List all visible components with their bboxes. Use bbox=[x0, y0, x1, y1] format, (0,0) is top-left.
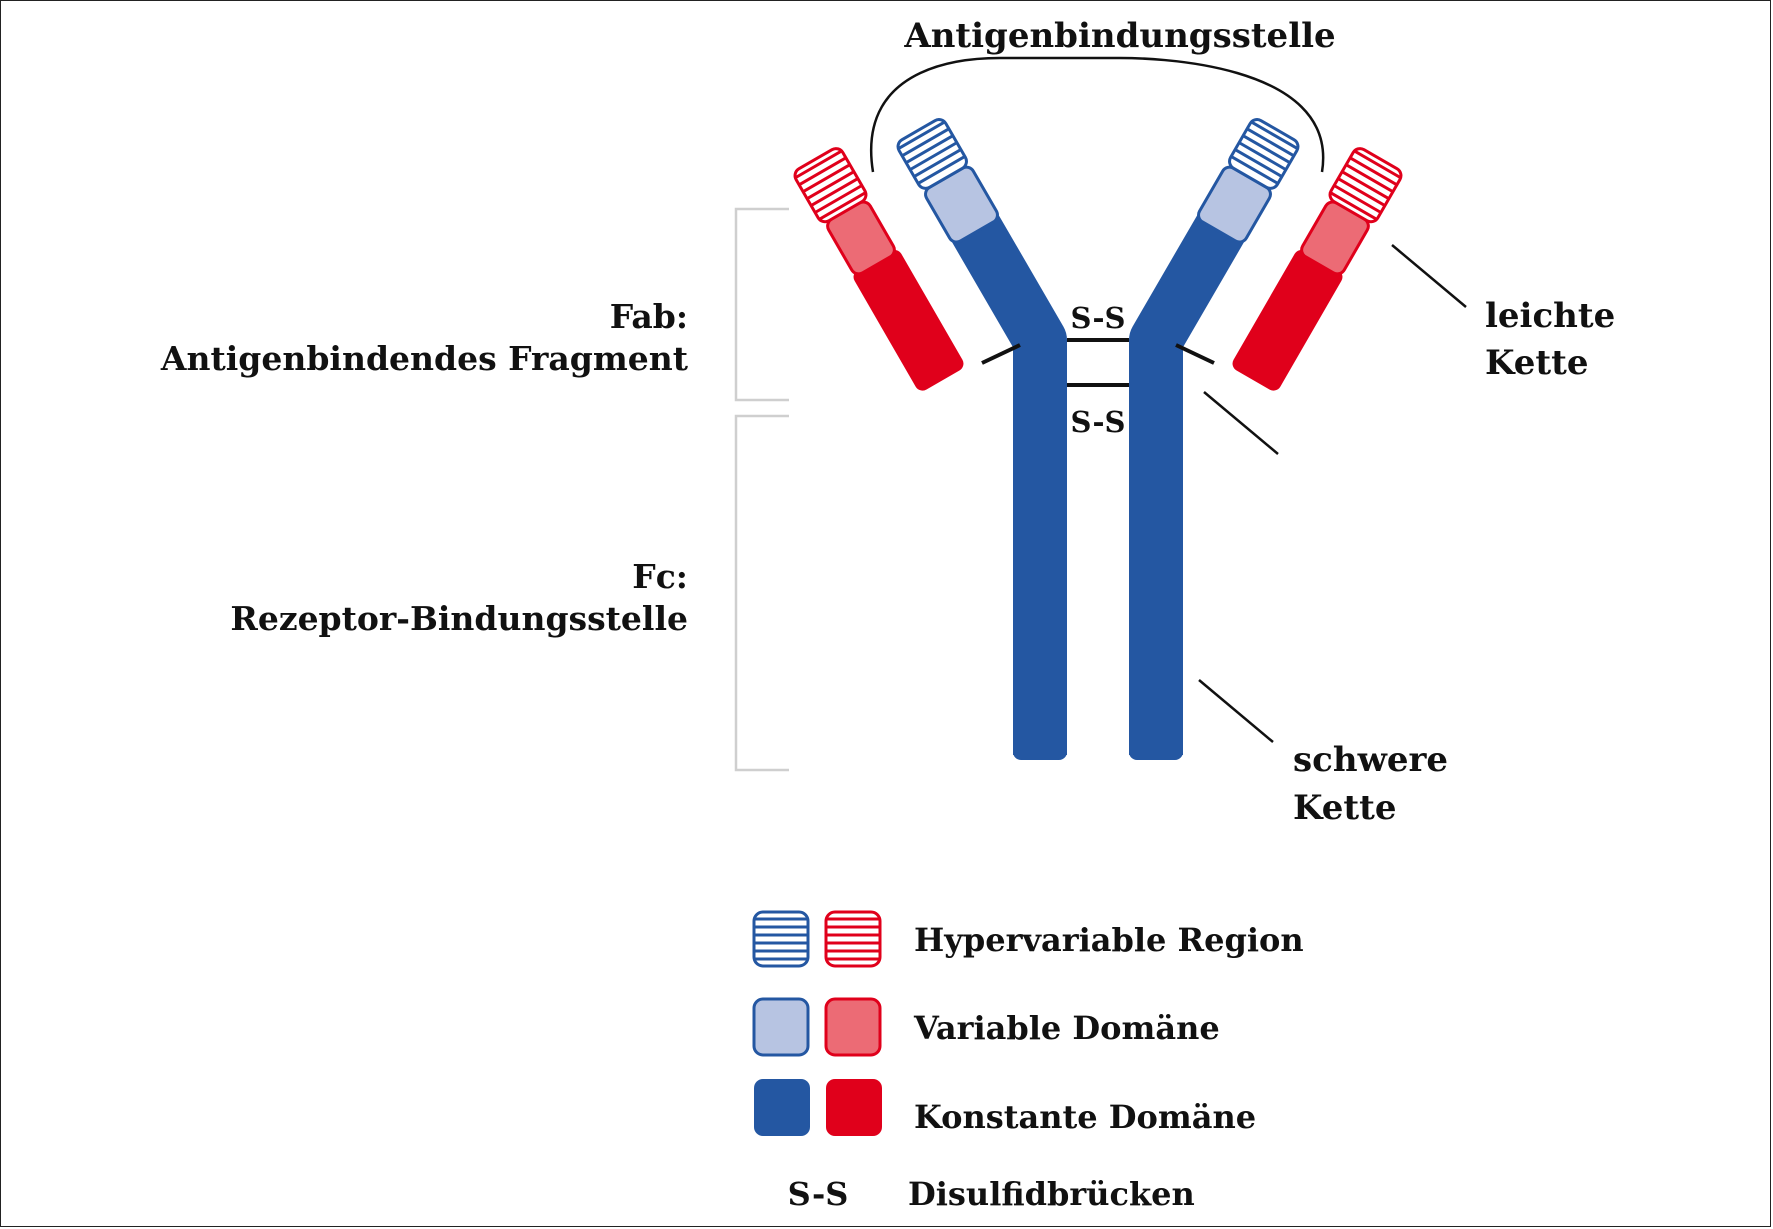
disulfide-label-upper: S-S bbox=[1071, 301, 1126, 335]
light-chain-left bbox=[792, 145, 964, 391]
legend-label-variable: Variable Domäne bbox=[913, 1009, 1220, 1047]
heavy-chain-right-group bbox=[1129, 214, 1245, 760]
light-chain-pointer bbox=[1391, 244, 1467, 308]
legend-ss-label: Disulfidbrücken bbox=[908, 1175, 1195, 1213]
legend-swatch-variable-light bbox=[824, 997, 882, 1057]
legend-label-constant: Konstante Domäne bbox=[914, 1098, 1256, 1136]
legend: Hypervariable Region Variable Domäne Kon… bbox=[752, 910, 1304, 1213]
legend-swatch-constant-heavy bbox=[754, 1079, 810, 1136]
heavy-chain-label-line1: schwere bbox=[1293, 740, 1448, 780]
heavy-variable-right bbox=[1197, 116, 1301, 244]
legend-swatch-hypervariable-light bbox=[824, 910, 882, 968]
legend-ss-symbol: S-S bbox=[788, 1175, 849, 1213]
legend-swatch-hypervariable-heavy bbox=[752, 910, 810, 968]
fc-label-line2: Rezeptor-Bindungsstelle bbox=[230, 599, 688, 638]
fc-bracket bbox=[734, 414, 789, 772]
fab-label-line2: Antigenbindendes Fragment bbox=[160, 339, 689, 378]
light-heavy-bond-left bbox=[981, 343, 1021, 365]
disulfide-label-lower: S-S bbox=[1071, 405, 1126, 439]
light-chain-right bbox=[1232, 145, 1404, 391]
heavy-chain-left-group bbox=[951, 214, 1067, 760]
heavy-chain-pointer-lower bbox=[1198, 679, 1274, 743]
legend-label-hypervariable: Hypervariable Region bbox=[914, 921, 1304, 959]
antigen-binding-arc bbox=[869, 56, 1325, 173]
light-heavy-bond-right bbox=[1175, 343, 1215, 365]
legend-swatch-constant-light bbox=[826, 1079, 882, 1136]
fab-label-line1: Fab: bbox=[610, 297, 688, 336]
legend-swatch-variable-heavy bbox=[752, 997, 810, 1057]
fab-bracket bbox=[734, 207, 789, 402]
heavy-chain-pointer-upper bbox=[1203, 391, 1279, 455]
light-chain-label-line1: leichte bbox=[1485, 296, 1615, 336]
light-chain-label-line2: Kette bbox=[1485, 343, 1588, 383]
heavy-chain-label-line2: Kette bbox=[1293, 788, 1396, 828]
antigen-binding-label: Antigenbindungsstelle bbox=[903, 16, 1335, 56]
heavy-variable-left bbox=[895, 116, 999, 244]
fc-label-line1: Fc: bbox=[632, 557, 688, 596]
